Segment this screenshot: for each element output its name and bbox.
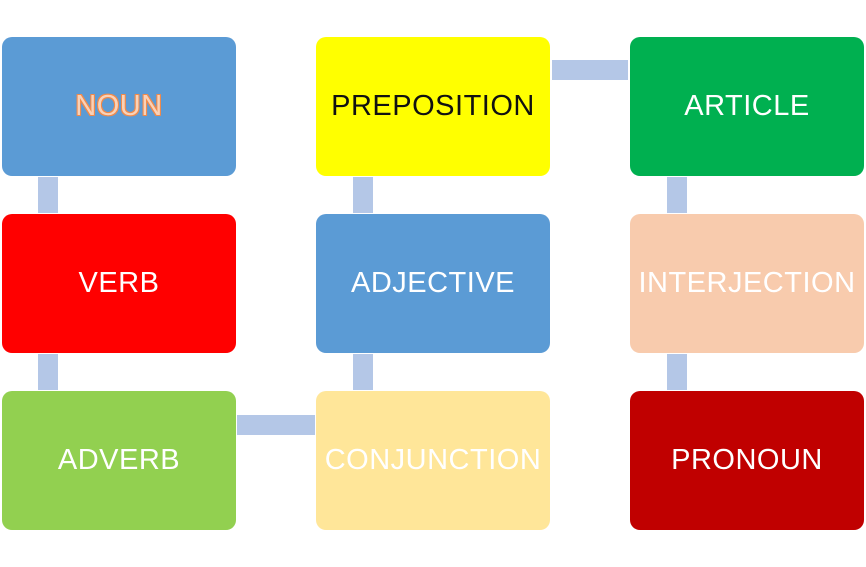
node-interjection: INTERJECTION	[630, 214, 864, 353]
node-conjunction-label: CONJUNCTION	[324, 444, 542, 476]
node-pronoun: PRONOUN	[630, 391, 864, 530]
connector-adjective-preposition	[353, 177, 373, 213]
node-adjective: ADJECTIVE	[316, 214, 550, 353]
node-adverb: ADVERB	[2, 391, 236, 530]
node-article-label: ARTICLE	[684, 90, 810, 122]
node-adverb-label: ADVERB	[57, 444, 181, 476]
connector-adverb-conjunction	[237, 415, 315, 435]
connector-verb-adverb	[38, 354, 58, 390]
node-noun: NOUN	[2, 37, 236, 176]
connector-noun-verb	[38, 177, 58, 213]
node-conjunction: CONJUNCTION	[316, 391, 550, 530]
node-verb: VERB	[2, 214, 236, 353]
node-pronoun-label: PRONOUN	[671, 444, 823, 476]
node-article: ARTICLE	[630, 37, 864, 176]
node-noun-label: NOUN	[75, 90, 163, 122]
connector-preposition-article	[552, 60, 628, 80]
node-preposition-label: PREPOSITION	[331, 90, 535, 122]
connector-interjection-pronoun	[667, 354, 687, 390]
node-preposition: PREPOSITION	[316, 37, 550, 176]
node-interjection-label: INTERJECTION	[638, 267, 856, 299]
connector-article-interjection	[667, 177, 687, 213]
connector-conjunction-adjective	[353, 354, 373, 390]
node-verb-label: VERB	[78, 267, 160, 299]
node-adjective-label: ADJECTIVE	[350, 267, 516, 299]
